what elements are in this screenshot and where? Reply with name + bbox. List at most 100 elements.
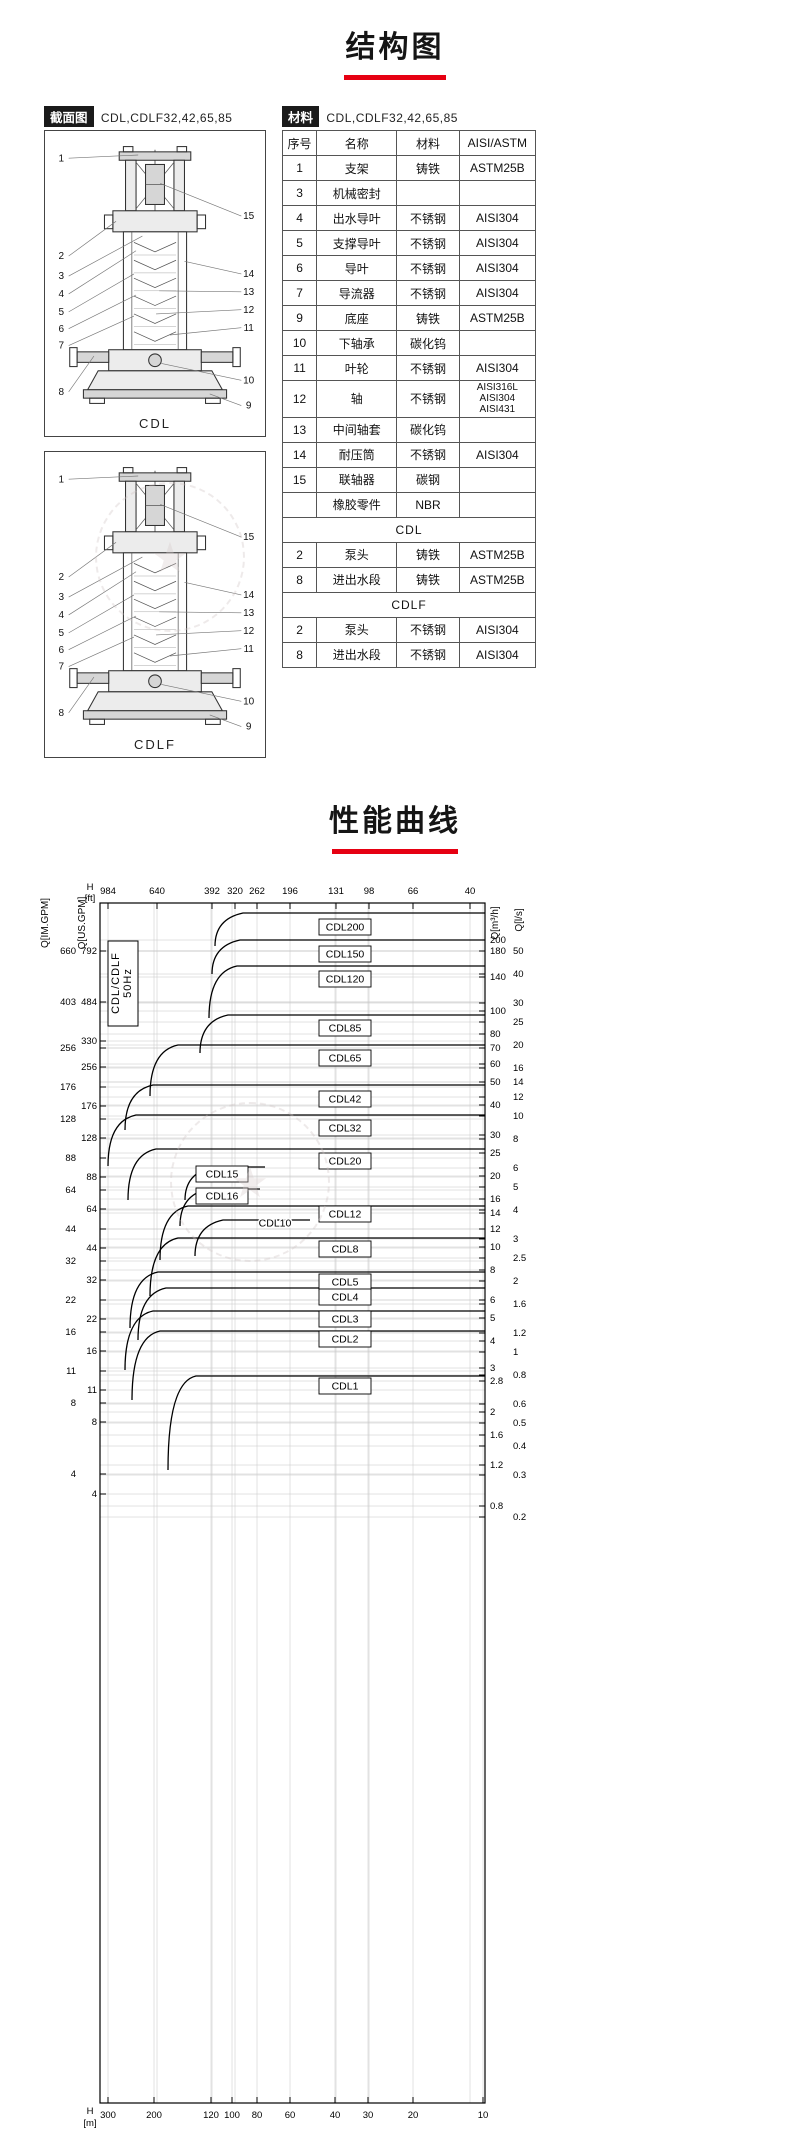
- svg-text:16: 16: [513, 1063, 524, 1074]
- svg-text:25: 25: [513, 1017, 524, 1028]
- svg-text:64: 64: [86, 1204, 97, 1215]
- callout-number-8: 8: [59, 387, 65, 398]
- legend-box: [107, 940, 139, 1027]
- table-cell: 不锈钢: [396, 280, 460, 306]
- impeller-stage: [133, 242, 177, 253]
- table-section-row: CDL: [282, 516, 536, 543]
- table-cell: 不锈钢: [396, 355, 460, 381]
- table-section-title: CDLF: [282, 591, 536, 618]
- left-outer-axis-title: Q[IM.GPM]: [40, 898, 51, 948]
- svg-text:14: 14: [513, 1077, 524, 1088]
- svg-text:30: 30: [513, 998, 524, 1009]
- svg-text:792: 792: [81, 946, 97, 957]
- svg-text:2.5: 2.5: [513, 1253, 526, 1264]
- top-axis-unit: [ft]: [85, 893, 96, 904]
- svg-text:10: 10: [490, 1242, 501, 1253]
- table-cell: 7: [281, 280, 318, 306]
- svg-text:14: 14: [490, 1208, 501, 1219]
- curve-label-CDL65: CDL65: [329, 1053, 362, 1065]
- materials-models: CDL,CDLF32,42,65,85: [326, 111, 458, 125]
- svg-text:32: 32: [86, 1275, 97, 1286]
- table-cell: 2: [281, 616, 318, 643]
- performance-title-block: 性能曲线: [0, 796, 790, 854]
- callout-number-2: 2: [59, 572, 65, 583]
- table-cell: 12: [281, 380, 318, 418]
- svg-text:660: 660: [60, 946, 76, 957]
- bracket-pillar: [125, 480, 137, 533]
- table-cell: 碳钢: [396, 466, 460, 493]
- svg-text:1.6: 1.6: [490, 1430, 503, 1441]
- pump-curve-CDL32: [107, 1114, 485, 1167]
- table-cell: 4: [281, 205, 318, 231]
- table-cell: 铸铁: [396, 566, 460, 593]
- pedestal: [86, 691, 224, 712]
- inlet-flange: [69, 347, 78, 368]
- svg-text:8: 8: [513, 1134, 518, 1145]
- structure-title: 结构图: [345, 31, 445, 64]
- svg-text:80: 80: [252, 2110, 263, 2121]
- table-cell: ASTM25B: [458, 566, 537, 593]
- pump-curve-CDL120: [208, 965, 485, 1019]
- materials-header: 材料 CDL,CDLF32,42,65,85: [282, 106, 536, 127]
- table-cell: [458, 491, 537, 518]
- svg-text:640: 640: [149, 886, 165, 897]
- svg-text:80: 80: [490, 1029, 501, 1040]
- pump-head: [112, 210, 198, 233]
- table-cell: 联轴器: [316, 466, 398, 493]
- pump-curve-CDL65: [149, 1044, 485, 1097]
- svg-text:98: 98: [364, 886, 375, 897]
- table-cell: 不锈钢: [396, 641, 460, 668]
- table-cell: 泵头: [316, 541, 398, 568]
- svg-text:256: 256: [81, 1062, 97, 1073]
- impeller-stage: [133, 563, 177, 574]
- impeller-stage: [133, 331, 177, 342]
- svg-text:128: 128: [81, 1133, 97, 1144]
- svg-text:262: 262: [249, 886, 265, 897]
- table-cell: 铸铁: [396, 155, 460, 181]
- table-cell: 碳化钨: [396, 416, 460, 443]
- performance-title-underline: [332, 849, 458, 854]
- table-cell: ASTM25B: [458, 155, 537, 181]
- table-cell: 不锈钢: [396, 616, 460, 643]
- curve-label-CDL150: CDL150: [326, 949, 365, 961]
- impeller-stage: [133, 652, 177, 663]
- bracket-pillar: [173, 480, 185, 533]
- motor-stool-plate: [118, 151, 192, 161]
- table-cell: 进出水段: [316, 641, 398, 668]
- table-cell: 中间轴套: [316, 416, 398, 443]
- pump-curve-CDL3: [124, 1310, 485, 1371]
- callout-number-10: 10: [243, 696, 255, 707]
- svg-text:66: 66: [408, 886, 419, 897]
- svg-text:984: 984: [100, 886, 116, 897]
- impeller-stage: [133, 313, 177, 324]
- outlet-port: [200, 351, 234, 363]
- callout-number-3: 3: [59, 271, 65, 282]
- table-cell: 底座: [316, 305, 398, 331]
- table-cell: ASTM25B: [458, 541, 537, 568]
- right-inner-axis-title: Q[m³/h]: [490, 906, 501, 940]
- callout-number-15: 15: [243, 532, 255, 543]
- svg-text:11: 11: [87, 1385, 97, 1396]
- callout-number-13: 13: [243, 608, 255, 619]
- table-cell: AISI304: [458, 616, 537, 643]
- table-cell: 不锈钢: [396, 205, 460, 231]
- table-cell: 不锈钢: [396, 255, 460, 281]
- callout-number-5: 5: [59, 628, 65, 639]
- callout-number-1: 1: [59, 153, 65, 164]
- table-cell: 9: [281, 305, 318, 331]
- svg-text:60: 60: [285, 2110, 296, 2121]
- svg-text:10: 10: [513, 1111, 524, 1122]
- svg-text:44: 44: [65, 1224, 76, 1235]
- svg-text:0.3: 0.3: [513, 1470, 526, 1481]
- table-cell: 导叶: [316, 255, 398, 281]
